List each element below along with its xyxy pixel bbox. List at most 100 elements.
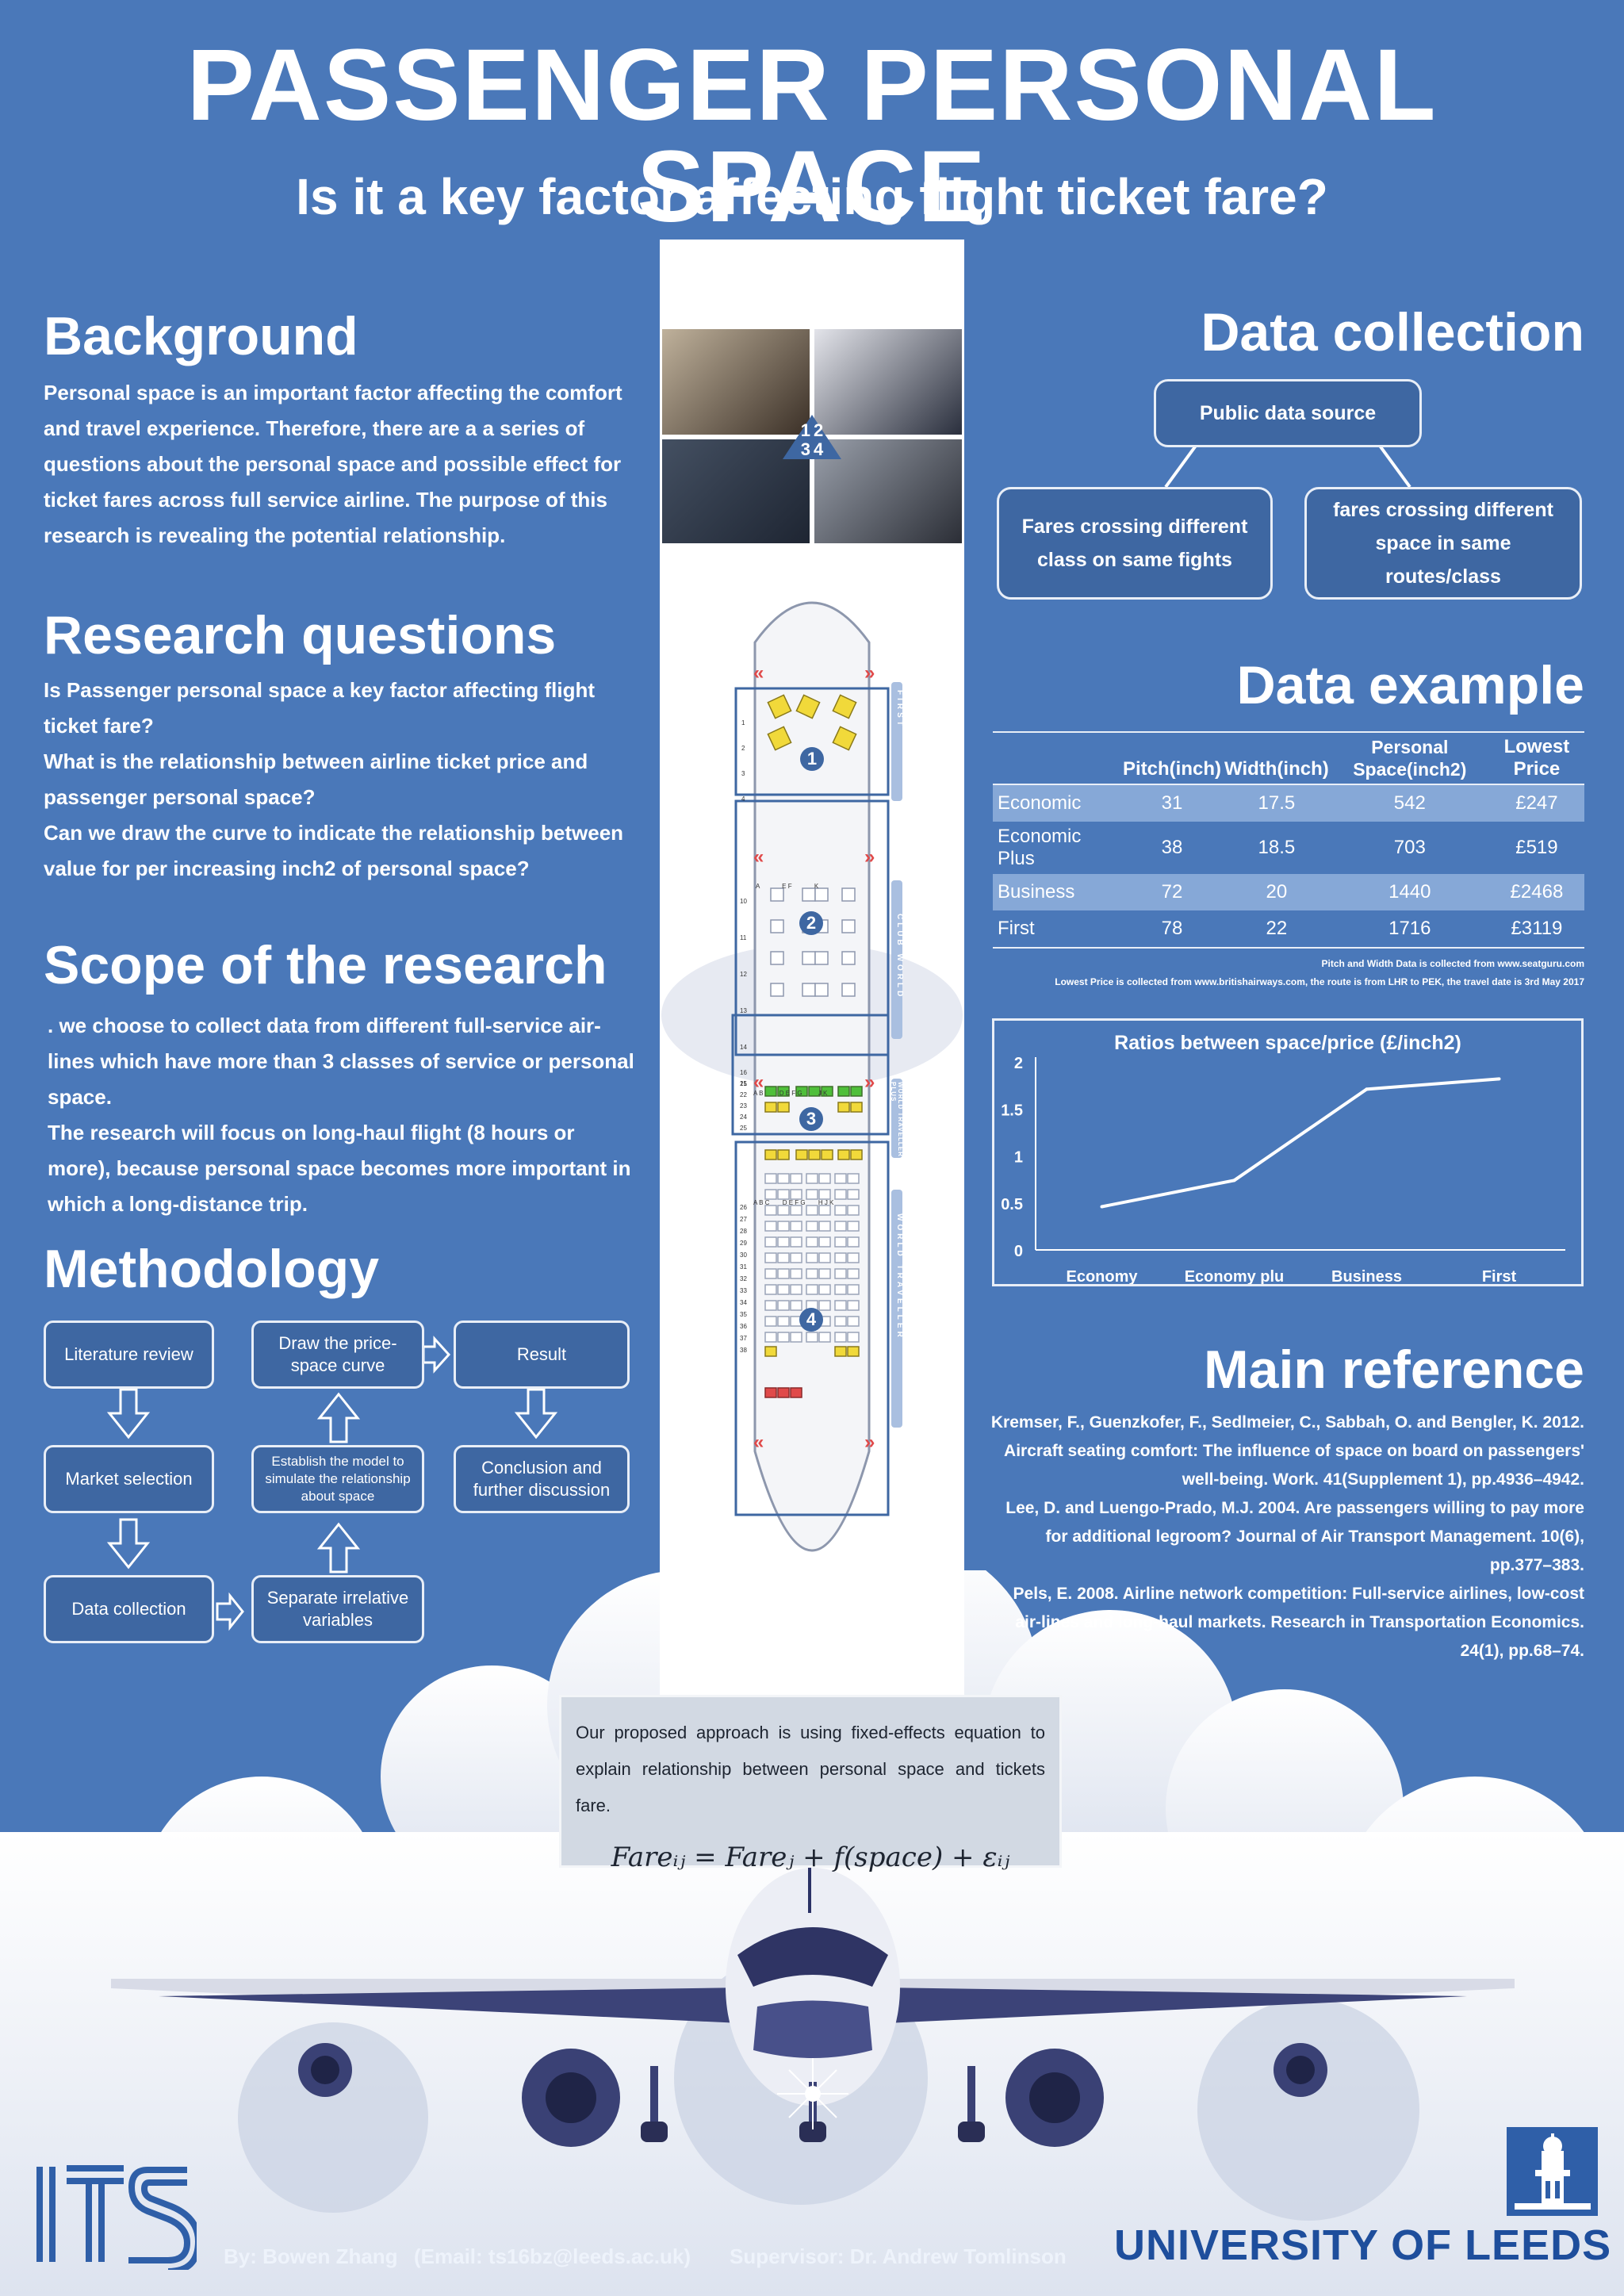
row-number: 2 <box>741 745 745 752</box>
data-source-class-box: Fares crossing different class on same f… <box>997 487 1273 600</box>
cabin-photo-grid: 12 34 <box>662 329 962 543</box>
row-number: 4 <box>741 795 745 803</box>
research-question: Can we draw the curve to indicate the re… <box>44 821 624 880</box>
seatmap-row-numbers-premium: 16 21 22 23 24 25 <box>740 1068 753 1134</box>
seat-letter: A B C <box>753 1199 770 1206</box>
table-cell: Business <box>993 874 1121 910</box>
table-cell: 18.5 <box>1258 837 1296 858</box>
seatmap-class-label: CLUB WORLD <box>895 914 904 1000</box>
seat-letter: E F <box>782 883 792 890</box>
table-cell: 31 <box>1121 784 1223 822</box>
table-header: Pitch(inch) <box>1123 758 1221 780</box>
row-number: 32 <box>740 1275 747 1282</box>
seat-letter: K <box>814 883 819 890</box>
table-cell: 1440 <box>1330 874 1489 910</box>
svg-text:»: » <box>864 1071 875 1093</box>
row-number: 11 <box>740 934 747 941</box>
table-cell: £247 <box>1488 784 1584 822</box>
method-literature-review: Literature review <box>44 1320 214 1389</box>
svg-text:«: « <box>753 662 764 684</box>
data-example-table: Pitch(inch) Width(inch) Personal Space(i… <box>993 731 1584 949</box>
research-question: Is Passenger personal space a key factor… <box>44 678 596 738</box>
row-number: 30 <box>740 1251 747 1259</box>
reference-list: Kremser, F., Guenzkofer, F., Sedlmeier, … <box>990 1409 1584 1665</box>
method-conclusion: Conclusion and further discussion <box>454 1445 630 1513</box>
photo-number: 2 <box>814 420 827 440</box>
seat-letter: A <box>756 883 760 890</box>
row-number: 29 <box>740 1240 747 1247</box>
chart-x-tick-label: Business <box>1331 1268 1402 1284</box>
seatmap-row-numbers-first: 1 2 3 4 <box>741 711 753 812</box>
reference-item: Kremser, F., Guenzkofer, F., Sedlmeier, … <box>990 1413 1584 1489</box>
table-cell: 703 <box>1393 837 1426 858</box>
approach-box: Our proposed approach is using fixed-eff… <box>559 1695 1062 1873</box>
svg-text:»: » <box>864 1432 875 1453</box>
table-cell: 38 <box>1161 837 1183 858</box>
background-text: Personal space is an important factor af… <box>44 381 622 547</box>
approach-text: Our proposed approach is using fixed-eff… <box>576 1723 1045 1815</box>
data-collection-connectors <box>1164 444 1411 489</box>
photo-number: 4 <box>814 439 827 459</box>
row-number: 33 <box>740 1287 747 1294</box>
chart-y-tick-label: 0.5 <box>1001 1196 1023 1213</box>
svg-text:«: « <box>753 1071 764 1093</box>
row-number: 10 <box>740 898 747 905</box>
table-cell: 20 <box>1223 874 1331 910</box>
scope-text: . we choose to collect data from differe… <box>48 1008 638 1222</box>
table-row: Economic 31 17.5 542 £247 <box>993 784 1584 822</box>
row-number: 37 <box>740 1335 747 1342</box>
row-number: 1 <box>741 719 745 726</box>
photo-number: 3 <box>800 439 814 459</box>
airplane-illustration <box>111 1868 1515 2147</box>
chart-point <box>1100 1205 1104 1209</box>
table-cell: 1716 <box>1388 918 1431 939</box>
table-cell: £2468 <box>1488 874 1584 910</box>
table-header: Width(inch) <box>1224 758 1329 780</box>
row-number: 13 <box>740 1007 747 1014</box>
row-number: 15 <box>740 1080 747 1087</box>
row-number: 31 <box>740 1263 747 1271</box>
table-row: Business 72 20 1440 £2468 <box>993 874 1584 910</box>
seat-letter: H J K <box>818 1199 834 1206</box>
formula-connector <box>808 1865 811 1913</box>
seat-letter: D E F G <box>782 1199 806 1206</box>
seat-letter: A B <box>753 1090 764 1097</box>
poster-title: PASSENGER PERSONAL SPACE <box>186 29 1438 243</box>
table-row: Economic Plus 38 18.5 703 £519 <box>993 822 1584 874</box>
supervisor-name: Supervisor: Dr. Andrew Tomlinson <box>730 2244 1067 2268</box>
seat-letter: J K <box>818 1090 828 1097</box>
scope-item: The research will focus on long-haul fli… <box>48 1121 631 1216</box>
photo-number: 1 <box>800 420 814 440</box>
row-number: 27 <box>740 1216 747 1223</box>
table-cell: 17.5 <box>1223 784 1331 822</box>
row-number: 28 <box>740 1228 747 1235</box>
seat-letter: D E F G <box>779 1090 802 1097</box>
table-header <box>993 732 1121 784</box>
seat-letters-economy: A B C D E F G H J K <box>753 1199 833 1206</box>
row-number: 36 <box>740 1323 747 1330</box>
seatmap-zone-marker: 1 <box>800 747 824 771</box>
svg-text:»: » <box>864 846 875 868</box>
row-number: 22 <box>740 1091 747 1098</box>
data-source-note: Pitch and Width Data is collected from w… <box>1321 958 1585 969</box>
row-number: 25 <box>740 1125 747 1132</box>
chart-x-tick-label: First <box>1482 1268 1517 1284</box>
poster-subtitle: Is it a key factor affecting flight tick… <box>296 168 1328 225</box>
svg-text:»: » <box>864 662 875 684</box>
reference-item: Lee, D. and Luengo-Prado, M.J. 2004. Are… <box>1005 1499 1584 1574</box>
chart-x-tick-label: Economy <box>1066 1268 1138 1284</box>
its-logo <box>36 2165 197 2270</box>
row-number: 14 <box>740 1044 747 1051</box>
aircraft-seatmap: «» «» «» «» <box>661 601 963 1552</box>
method-draw-curve: Draw the price-space curve <box>251 1320 424 1389</box>
author-email[interactable]: (Email: ts16bz@leeds.ac.uk) <box>414 2244 691 2268</box>
cabin-photo <box>662 329 810 435</box>
background-heading: Background <box>44 306 358 366</box>
seat-letters-premium: A B D E F G J K <box>753 1090 827 1097</box>
seat-letters-club: A E F K <box>756 883 818 890</box>
table-header-row: Pitch(inch) Width(inch) Personal Space(i… <box>993 732 1584 784</box>
row-number: 24 <box>740 1114 747 1121</box>
method-market-selection: Market selection <box>44 1445 214 1513</box>
row-number: 34 <box>740 1299 747 1306</box>
chart-point <box>1497 1077 1501 1081</box>
